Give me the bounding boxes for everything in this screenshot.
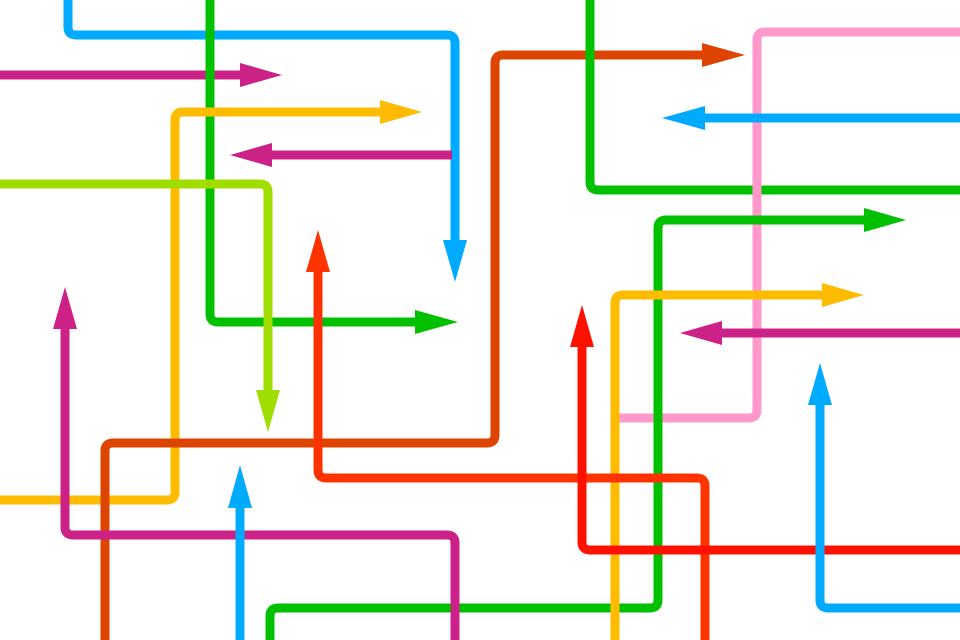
magenta-arrow-bottom-left-head-icon bbox=[53, 287, 77, 329]
green-arrow-left bbox=[205, 0, 458, 334]
yellow-arrow-left bbox=[0, 100, 422, 505]
red-arrow-line bbox=[577, 347, 960, 555]
magenta-arrow-right-head-icon bbox=[680, 321, 722, 345]
magenta-arrow-top-head-icon bbox=[240, 63, 282, 87]
magenta-arrow-right bbox=[680, 321, 960, 345]
blue-arrow-right bbox=[662, 106, 960, 130]
blue-arrow-bottom-right bbox=[808, 363, 960, 613]
blue-arrow-top-head-icon bbox=[443, 240, 467, 282]
rust-arrow-line bbox=[100, 50, 702, 640]
red-arrow-head-icon bbox=[570, 305, 594, 347]
yellow-arrow-right-line bbox=[610, 290, 822, 640]
red-orange-arrow bbox=[306, 230, 710, 640]
blue-arrow-top bbox=[63, 0, 467, 282]
magenta-arrow-middle-head-icon bbox=[230, 143, 272, 167]
yellow-arrow-left-line bbox=[0, 107, 380, 505]
pink-line bbox=[612, 27, 960, 423]
rust-arrow-head-icon bbox=[702, 43, 745, 67]
blue-arrow-bottom-right-head-icon bbox=[808, 363, 832, 405]
red-arrow bbox=[570, 305, 960, 555]
green-arrow-right-head-icon bbox=[864, 208, 906, 232]
yellow-arrow-right bbox=[610, 283, 864, 640]
blue-arrow-bottom-left-head-icon bbox=[228, 465, 252, 508]
yellow-arrow-right-head-icon bbox=[822, 283, 864, 307]
green-arrow-left-line bbox=[205, 0, 415, 327]
lime-arrow-line bbox=[0, 179, 273, 390]
blue-arrow-right-head-icon bbox=[662, 106, 705, 130]
pink-line-line bbox=[612, 27, 960, 423]
lime-arrow-head-icon bbox=[256, 390, 280, 432]
magenta-arrow-bottom-left bbox=[53, 287, 460, 640]
green-arrow-right bbox=[265, 208, 906, 640]
green-line-top-right-line bbox=[585, 0, 960, 195]
blue-arrow-top-line bbox=[63, 0, 460, 240]
green-arrow-right-line bbox=[265, 215, 864, 640]
rust-arrow bbox=[100, 43, 745, 640]
yellow-arrow-left-head-icon bbox=[380, 100, 422, 124]
green-arrow-left-head-icon bbox=[415, 310, 458, 334]
magenta-arrow-middle bbox=[230, 143, 452, 167]
lime-arrow bbox=[0, 179, 280, 432]
red-orange-arrow-line bbox=[313, 272, 710, 640]
blue-arrow-bottom-right-line bbox=[815, 405, 960, 613]
blue-arrow-bottom-left bbox=[228, 465, 252, 640]
magenta-arrow-bottom-left-line bbox=[60, 329, 460, 640]
red-orange-arrow-head-icon bbox=[306, 230, 330, 272]
magenta-arrow-top bbox=[0, 63, 282, 87]
green-line-top-right bbox=[585, 0, 960, 195]
